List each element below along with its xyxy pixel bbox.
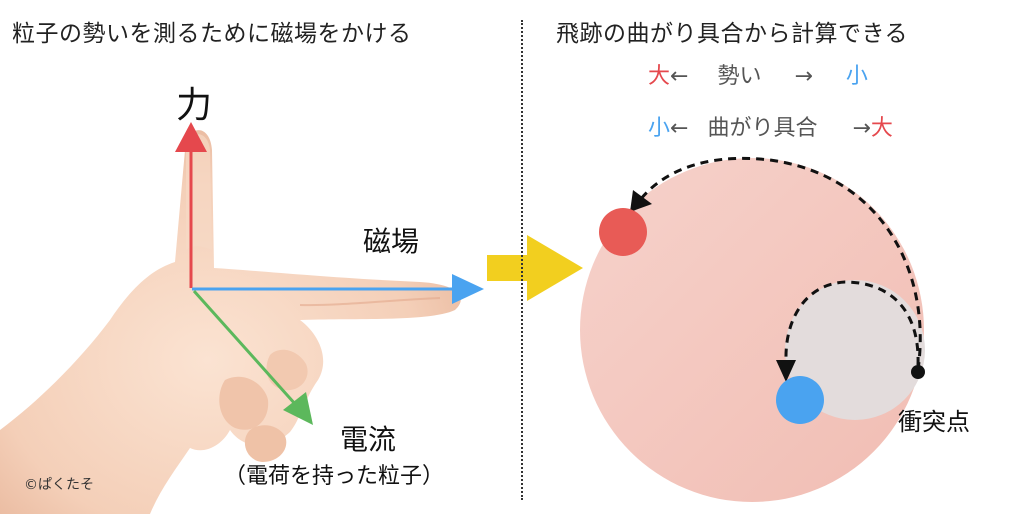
small-track-arrow (776, 280, 920, 382)
legend-big: 大 (870, 116, 893, 141)
legend-big: 大 (648, 64, 671, 89)
legend-arrow-left: ← (670, 116, 689, 141)
legend-small: 小 (648, 116, 671, 141)
force-arrow (175, 122, 207, 288)
photo-credit: ©ぱくたそ (24, 477, 94, 493)
legend-momentum-row: 大← 勢い → 小 (648, 58, 868, 90)
small-track-circle (785, 280, 925, 420)
field-arrow (192, 274, 484, 304)
force-label: 力 (176, 85, 213, 126)
legend-small: 小 (845, 64, 868, 89)
current-arrow (192, 289, 313, 425)
legend-arrow-right: → (852, 116, 871, 141)
heavy-particle-red (599, 208, 647, 256)
legend-curvature-word: 曲がり具合 (707, 116, 818, 141)
collision-point-dot (911, 365, 925, 379)
legend-momentum-word: 勢い (717, 64, 762, 89)
field-label: 磁場 (363, 225, 420, 258)
current-note: （電荷を持った粒子） (224, 464, 445, 489)
legend-arrow-right: → (794, 64, 813, 89)
large-track-arrow (630, 156, 922, 371)
transition-arrow (487, 235, 583, 301)
legend-curvature-row: 小← 曲がり具合 →大 (648, 110, 893, 142)
legend-arrow-left: ← (670, 64, 689, 89)
right-panel-title: 飛跡の曲がり具合から計算できる (556, 21, 909, 47)
light-particle-blue (776, 376, 824, 424)
current-label: 電流 (340, 423, 397, 456)
panel-divider (521, 20, 523, 500)
left-panel-title: 粒子の勢いを測るために磁場をかける (12, 21, 412, 47)
collision-point-label: 衝突点 (898, 408, 970, 436)
